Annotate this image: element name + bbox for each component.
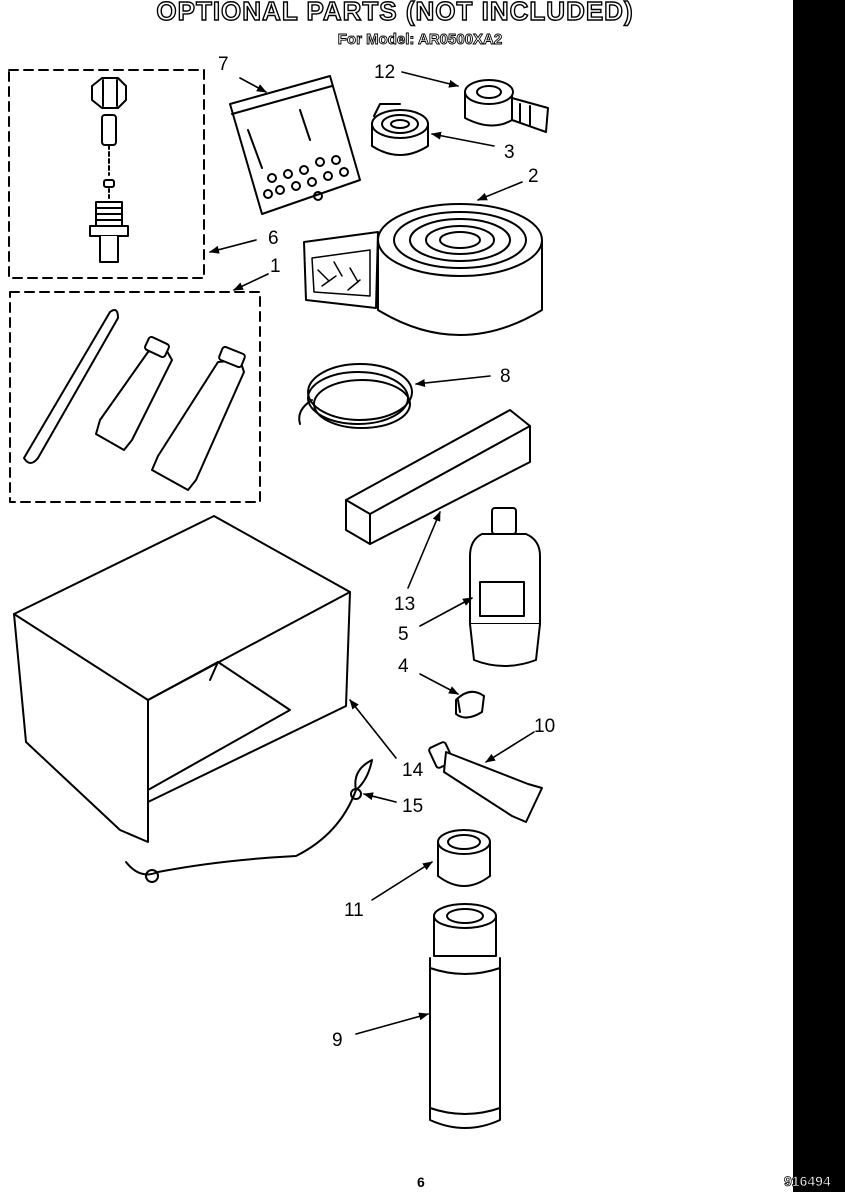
- fittings-bag-part: [229, 75, 361, 215]
- cap-part: [455, 690, 485, 719]
- callout-15: 15: [402, 796, 423, 817]
- cover-part: [13, 515, 351, 843]
- callout-12: 12: [374, 62, 395, 83]
- callout-13: 13: [394, 594, 415, 615]
- callout-3: 3: [504, 142, 515, 163]
- callout-8: 8: [500, 366, 511, 387]
- page-title: OPTIONAL PARTS (NOT INCLUDED): [156, 0, 634, 27]
- tape-roll-12-part: [464, 79, 549, 133]
- document-id: 916494: [784, 1173, 832, 1190]
- grease-tube-part: [428, 741, 543, 823]
- bottle-part: [469, 507, 541, 667]
- callout-7: 7: [218, 54, 229, 75]
- page-number: 6: [417, 1174, 425, 1190]
- callout-11: 11: [344, 900, 364, 921]
- spray-can-part: [429, 903, 501, 1129]
- cord-part: [125, 759, 373, 883]
- valve-assembly-part: [89, 77, 129, 263]
- callout-2: 2: [528, 166, 539, 187]
- leader-arrows: [209, 71, 535, 1035]
- small-can-part: [437, 829, 491, 887]
- callout-9: 9: [332, 1030, 343, 1051]
- callout-1: 1: [270, 256, 281, 277]
- callout-10: 10: [534, 716, 555, 737]
- callout-14: 14: [402, 760, 424, 781]
- foam-block-part: [345, 409, 531, 545]
- callout-5: 5: [398, 624, 409, 645]
- sealant-kit-part: [23, 309, 246, 491]
- callout-4: 4: [398, 656, 409, 677]
- group-box-6: [8, 69, 205, 279]
- callout-labels: 7 12 3 2 6 1 8 13 5 4 10 14 15 11 9: [218, 54, 555, 1051]
- page-edge-bar: [793, 0, 845, 1192]
- callout-6: 6: [268, 228, 279, 249]
- model-subtitle: For Model: AR0500XA2: [337, 31, 503, 49]
- tape-roll-3-part: [371, 103, 429, 156]
- insulation-roll-part: [303, 203, 543, 336]
- group-box-1: [9, 291, 261, 503]
- wire-coil-part: [298, 363, 413, 429]
